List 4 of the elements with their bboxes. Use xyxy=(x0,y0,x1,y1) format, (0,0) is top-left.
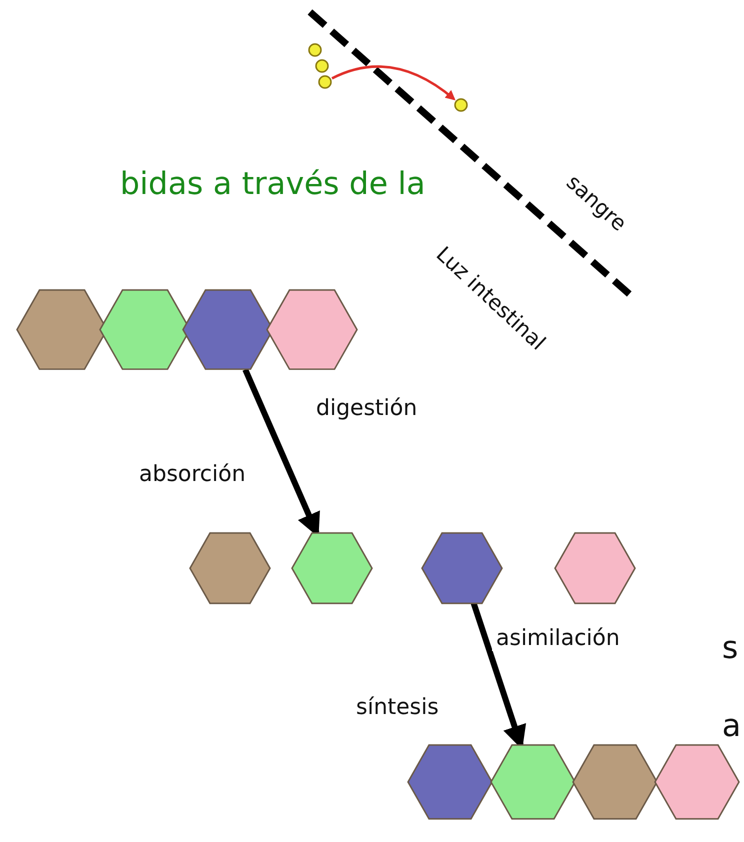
slide-text-fragment: s xyxy=(722,630,738,666)
heading-text: bidas a través de la xyxy=(120,166,426,202)
slide-text-fragment: a xyxy=(722,708,741,744)
arrow xyxy=(331,65,456,100)
